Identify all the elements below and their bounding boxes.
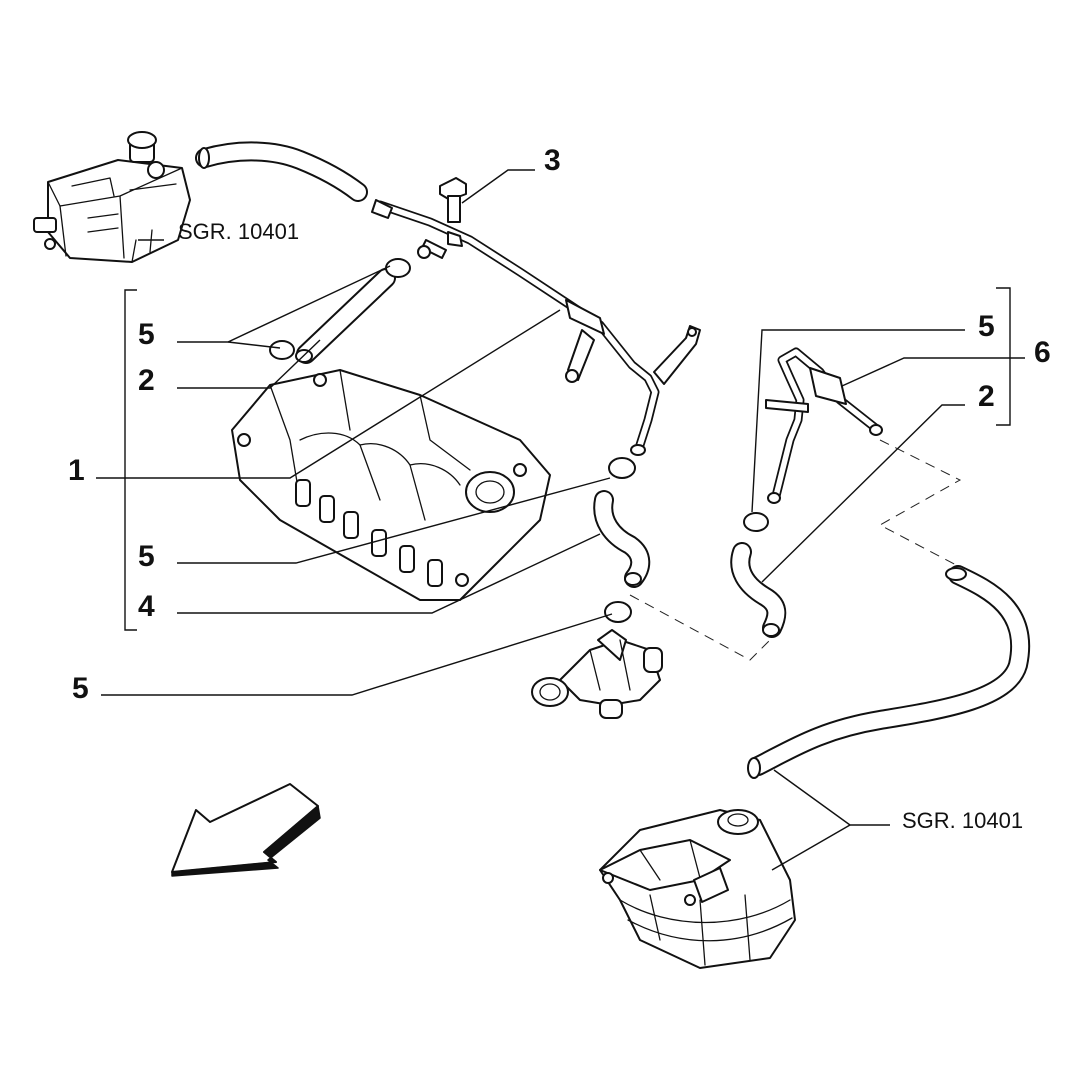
direction-arrow-icon [171,783,321,877]
hose-small-right [730,512,787,638]
bracket-left [124,289,137,631]
bracket-right [996,287,1011,426]
coolant-pipe-right [765,347,883,504]
hose-small-left [269,258,411,364]
coolant-pipe-main [371,199,701,456]
intake-manifold [231,369,551,601]
hose-large [747,565,1030,779]
callout-5-clamp-right: 5 [978,310,995,343]
thermostat-housing [531,629,663,719]
callout-4-hose-center: 4 [138,590,155,623]
reference-label-top: SGR. 10401 [178,219,299,244]
assembly-dashed-lines [629,439,962,661]
callout-5-clamp-middle: 5 [138,540,155,573]
expansion-tank-bottom [599,809,796,969]
hose-tank-top [195,141,368,202]
expansion-tank-top [33,131,191,263]
callout-3: 3 [544,144,561,177]
hose-center [593,457,651,623]
bolt [439,177,467,223]
callout-labels: 3 5 2 1 5 4 5 5 6 2 [68,144,1051,705]
callout-5-clamp-bottom: 5 [72,672,89,705]
callout-2-hose-right: 2 [978,380,995,413]
callout-6-pipe-right: 6 [1034,336,1051,369]
callout-1-pipe: 1 [68,454,85,487]
callout-5-clamp-top: 5 [138,318,155,351]
reference-label-bottom: SGR. 10401 [902,808,1023,833]
leader-lines [96,169,1025,871]
callout-2-hose-left: 2 [138,364,155,397]
